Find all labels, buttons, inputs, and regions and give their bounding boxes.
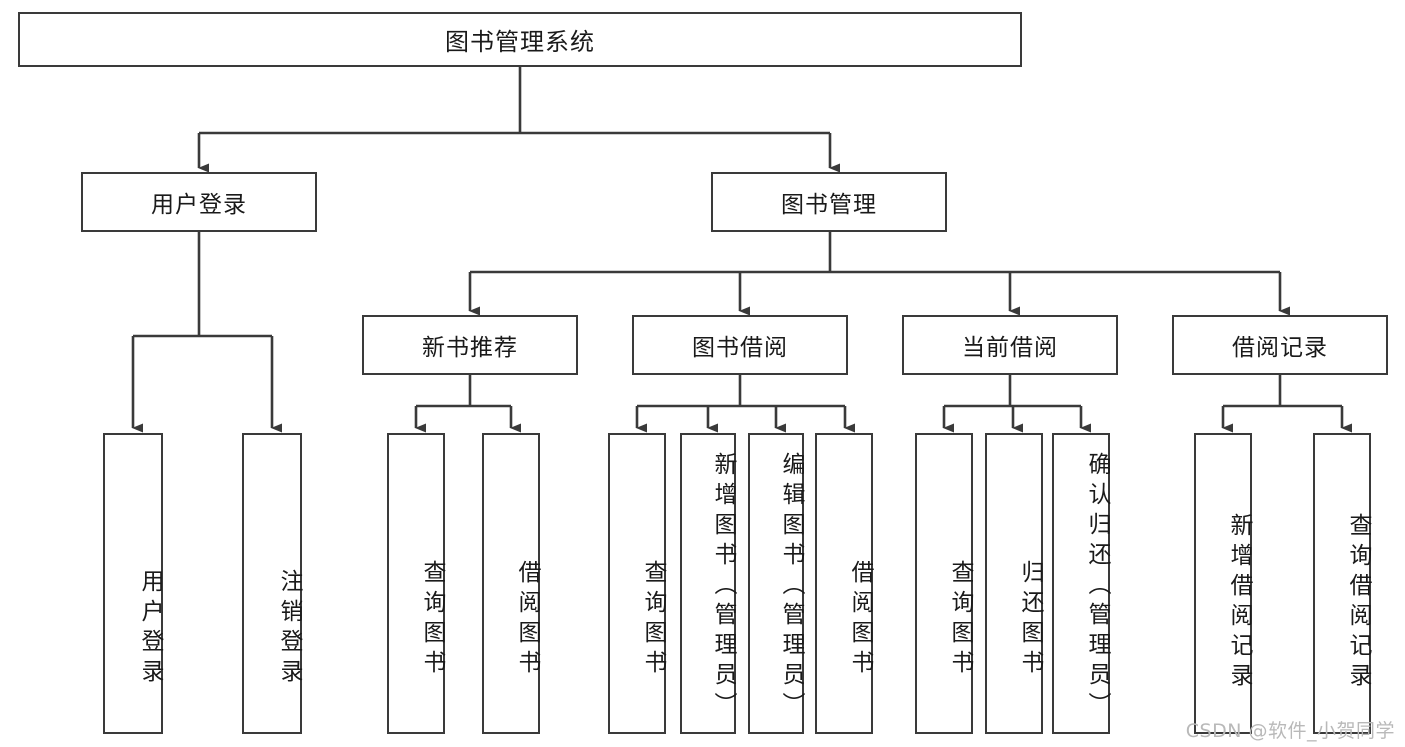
node-label: 新增图书（管理员） xyxy=(710,451,736,722)
node-book-management[interactable]: 图书管理 xyxy=(711,172,947,232)
node-new-book-recommend[interactable]: 新书推荐 xyxy=(362,315,578,375)
csdn-watermark: CSDN @软件_小贺同学 xyxy=(1185,720,1395,742)
leaf-borrow-query-book[interactable]: 查询图书 xyxy=(608,433,666,734)
leaf-user-login-login[interactable]: 用户登录 xyxy=(103,433,163,734)
node-user-login[interactable]: 用户登录 xyxy=(81,172,317,232)
node-label: 图书管理 xyxy=(781,192,877,218)
leaf-record-add-record[interactable]: 新增借阅记录 xyxy=(1194,433,1252,734)
node-label: 借阅图书 xyxy=(514,559,540,680)
node-label: 确认归还（管理员） xyxy=(1084,451,1110,722)
node-borrow-record[interactable]: 借阅记录 xyxy=(1172,315,1388,375)
leaf-record-query-record[interactable]: 查询借阅记录 xyxy=(1313,433,1371,734)
leaf-recommend-query-book[interactable]: 查询图书 xyxy=(387,433,445,734)
node-label: 注销登录 xyxy=(276,568,302,689)
leaf-current-query-book[interactable]: 查询图书 xyxy=(915,433,973,734)
node-label: 查询图书 xyxy=(640,559,666,680)
node-label: 借阅图书 xyxy=(847,559,873,680)
node-label: 编辑图书（管理员） xyxy=(778,451,804,722)
leaf-user-login-logout[interactable]: 注销登录 xyxy=(242,433,302,734)
node-book-borrow[interactable]: 图书借阅 xyxy=(632,315,848,375)
node-label: 图书管理系统 xyxy=(445,28,595,56)
node-label: 当前借阅 xyxy=(962,335,1058,361)
node-label: 图书借阅 xyxy=(692,335,788,361)
leaf-borrow-borrow-book[interactable]: 借阅图书 xyxy=(815,433,873,734)
node-label: 借阅记录 xyxy=(1232,335,1328,361)
node-label: 查询图书 xyxy=(419,559,445,680)
node-current-borrow[interactable]: 当前借阅 xyxy=(902,315,1118,375)
leaf-current-confirm-return-admin[interactable]: 确认归还（管理员） xyxy=(1052,433,1110,734)
node-label: 用户登录 xyxy=(137,568,163,689)
leaf-recommend-borrow-book[interactable]: 借阅图书 xyxy=(482,433,540,734)
node-root-system[interactable]: 图书管理系统 xyxy=(18,12,1022,67)
node-label: 归还图书 xyxy=(1017,559,1043,680)
leaf-borrow-add-book-admin[interactable]: 新增图书（管理员） xyxy=(680,433,736,734)
node-label: 新书推荐 xyxy=(422,335,518,361)
node-label: 新增借阅记录 xyxy=(1226,512,1252,693)
leaf-current-return-book[interactable]: 归还图书 xyxy=(985,433,1043,734)
node-label: 查询借阅记录 xyxy=(1345,512,1371,693)
node-label: 查询图书 xyxy=(947,559,973,680)
node-label: 用户登录 xyxy=(151,192,247,218)
leaf-borrow-edit-book-admin[interactable]: 编辑图书（管理员） xyxy=(748,433,804,734)
